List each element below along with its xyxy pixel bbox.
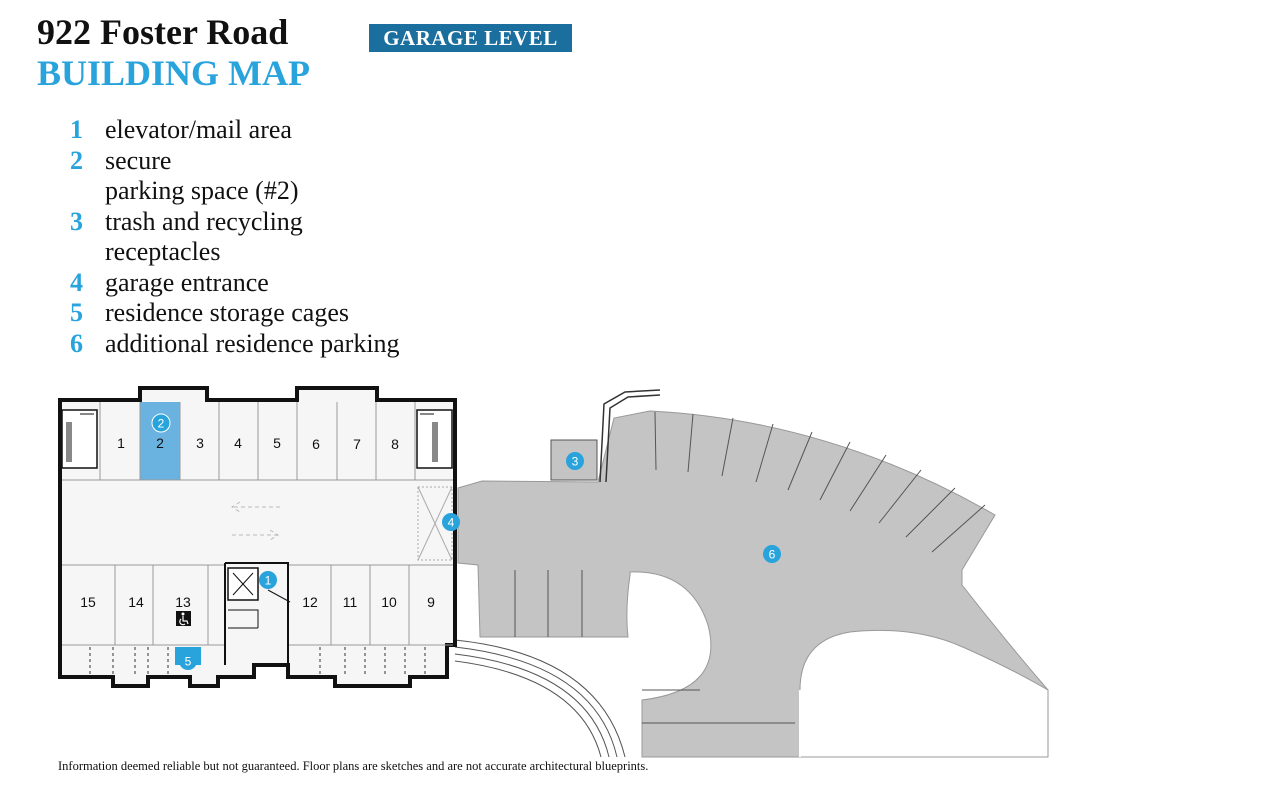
- parking-lot: [457, 389, 1049, 758]
- space-label: 4: [234, 435, 242, 451]
- disclaimer-text: Information deemed reliable but not guar…: [58, 759, 649, 773]
- space-label: 2: [156, 435, 164, 451]
- legend-number: 4: [70, 267, 83, 297]
- legend-item: 4 garage entrance: [70, 268, 400, 299]
- lot-stripes: [514, 411, 986, 724]
- marker-4: 4: [442, 513, 460, 531]
- legend-item: 3 trash and recycling: [70, 207, 400, 238]
- marker-5: 5: [175, 647, 201, 670]
- space-label: 5: [273, 435, 281, 451]
- legend-number: 3: [70, 206, 83, 236]
- svg-text:2: 2: [158, 417, 165, 431]
- building-address: 922 Foster Road: [37, 12, 289, 52]
- legend-text: receptacles: [105, 237, 221, 266]
- traffic-arrows: [231, 501, 280, 541]
- space-label: 15: [80, 594, 96, 610]
- legend-text: trash and recycling: [105, 206, 303, 236]
- legend-item: 2 secure: [70, 146, 400, 177]
- space-label: 9: [427, 594, 435, 610]
- space-label: 12: [302, 594, 318, 610]
- stairs-icon: [416, 409, 453, 469]
- legend-text: residence storage cages: [105, 298, 349, 327]
- level-badge: GARAGE LEVEL: [369, 24, 572, 52]
- lot-island: [799, 629, 1049, 758]
- space-label: 3: [196, 435, 204, 451]
- legend-text: parking space (#2): [105, 176, 299, 205]
- garage-building: [58, 386, 457, 688]
- stairs-icon: [61, 409, 98, 469]
- legend-number: 6: [70, 328, 83, 358]
- legend-text: garage entrance: [105, 267, 269, 297]
- building-map-title: BUILDING MAP: [37, 53, 311, 93]
- marker-3: 3: [566, 452, 584, 470]
- legend-number: 1: [70, 115, 83, 144]
- svg-text:3: 3: [572, 455, 579, 469]
- marker-6: 6: [763, 545, 781, 563]
- space-label: 6: [312, 436, 320, 452]
- svg-text:1: 1: [265, 574, 272, 588]
- legend-text: secure: [105, 145, 172, 175]
- wheelchair-icon: [176, 611, 191, 626]
- space-label: 1: [117, 435, 125, 451]
- space-label: 7: [353, 436, 361, 452]
- svg-text:5: 5: [185, 655, 192, 669]
- legend-number: 5: [70, 298, 83, 327]
- driveway-curves: [454, 639, 626, 758]
- legend-text: additional residence parking: [105, 328, 400, 358]
- legend-number: 2: [70, 145, 83, 175]
- storage-cages: [89, 647, 426, 675]
- map-markers: 1 2 3 4 5 6: [151, 413, 781, 670]
- parking-space-labels: 1 2 3 4 5 6 7 8 15 14 13 12 11 10 9: [80, 435, 435, 610]
- svg-text:4: 4: [448, 516, 455, 530]
- legend-item: 6 additional residence parking: [70, 329, 400, 360]
- svg-text:6: 6: [769, 548, 776, 562]
- legend-item-continuation: receptacles: [70, 237, 400, 268]
- space-label: 11: [343, 594, 358, 610]
- legend-text: elevator/mail area: [105, 115, 292, 144]
- marker-1: 1: [259, 571, 291, 603]
- legend-item-continuation: parking space (#2): [70, 176, 400, 207]
- marker-2: 2: [151, 413, 171, 433]
- legend-item: 5 residence storage cages: [70, 298, 400, 329]
- space-label: 14: [128, 594, 144, 610]
- space-label: 10: [381, 594, 397, 610]
- space-label: 13: [175, 594, 191, 610]
- legend-item: 1 elevator/mail area: [70, 115, 400, 146]
- space-label: 8: [391, 436, 399, 452]
- map-legend: 1 elevator/mail area 2 secure parking sp…: [70, 115, 400, 359]
